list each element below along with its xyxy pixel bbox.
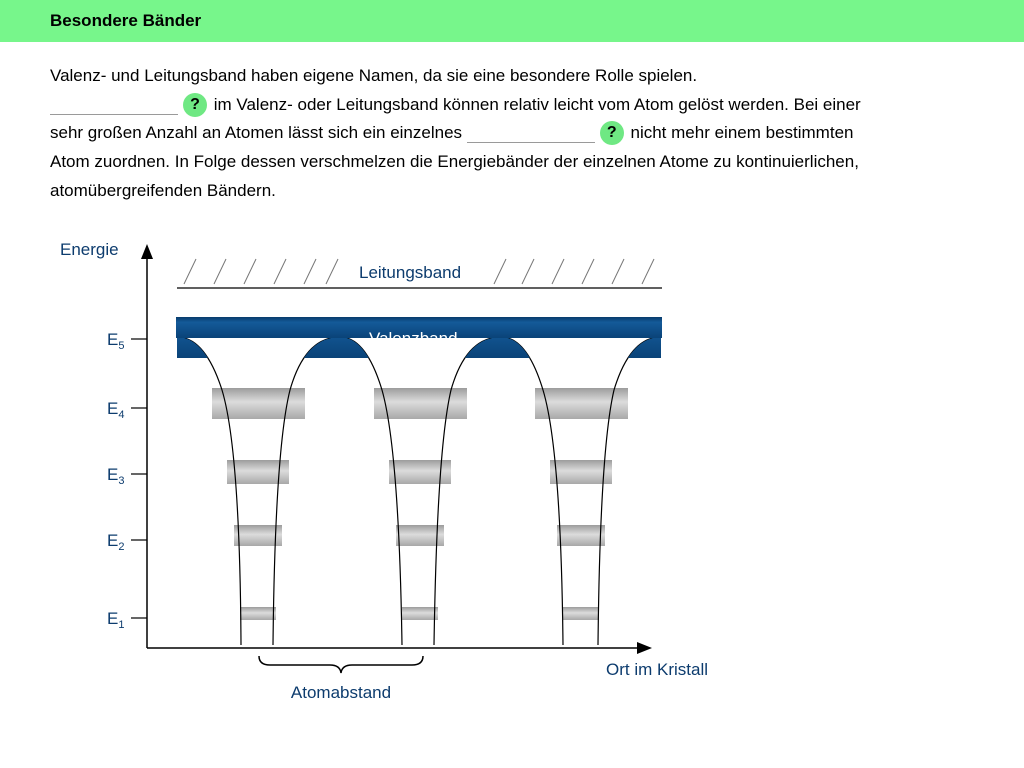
y-axis-label: Energie <box>60 240 119 259</box>
level-label-e5: E5 <box>107 330 124 352</box>
text-line-1: Valenz- und Leitungsband haben eigene Na… <box>50 66 698 85</box>
x-axis-label: Ort im Kristall <box>606 660 708 679</box>
potential-well-curves <box>176 336 662 646</box>
text-line-3b: nicht mehr einem bestimmten <box>630 123 854 143</box>
y-axis-arrow-icon <box>141 244 153 259</box>
answer-blank-1[interactable] <box>50 94 178 115</box>
text-line-3a: sehr großen Anzahl an Atomen lässt sich … <box>50 123 463 143</box>
atom-spacing-label: Atomabstand <box>291 683 391 702</box>
level-label-e3: E3 <box>107 465 124 487</box>
energy-level-ticks <box>131 338 147 619</box>
valence-band-label: Valenzband <box>369 329 458 348</box>
text-line-2: im Valenz- oder Leitungsband können rela… <box>213 94 861 114</box>
discrete-energy-levels <box>212 388 628 620</box>
atom-spacing-brace <box>258 655 424 674</box>
level-label-e4: E4 <box>107 399 124 421</box>
level-label-e1: E1 <box>107 609 124 631</box>
answer-blank-2[interactable] <box>466 122 595 144</box>
header-bar: Besondere Bänder <box>0 0 1024 42</box>
text-line-4: Atom zuordnen. In Folge dessen verschmel… <box>50 152 859 172</box>
hint-button-1[interactable]: ? <box>183 92 207 117</box>
conduction-band-label: Leitungsband <box>359 263 461 282</box>
text-line-5: atomübergreifenden Bändern. <box>50 180 276 200</box>
page-title: Besondere Bänder <box>50 11 202 30</box>
intro-paragraph: Valenz- und Leitungsband haben eigene Na… <box>50 62 990 206</box>
level-label-e2: E2 <box>107 531 124 553</box>
x-axis-arrow-icon <box>637 642 652 654</box>
hint-button-2[interactable]: ? <box>599 121 624 146</box>
conduction-band-hatching <box>183 258 655 285</box>
